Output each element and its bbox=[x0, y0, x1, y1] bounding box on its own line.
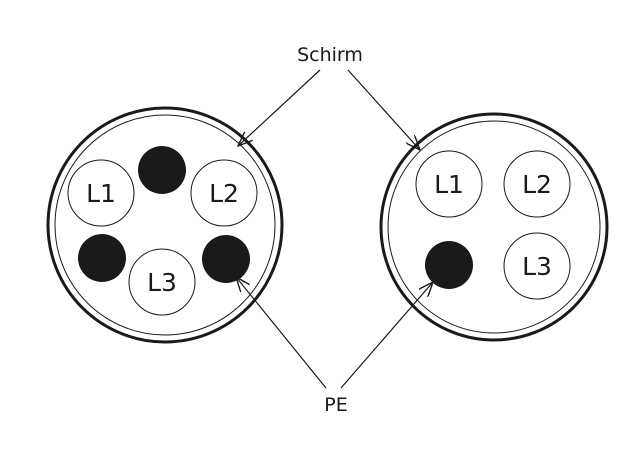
cable-4-core-shield-ring bbox=[387, 120, 601, 334]
cable-4-core: L1 L2 L3 bbox=[379, 112, 609, 342]
shield-arrow-right bbox=[347, 69, 420, 150]
conductor-l3-label: L3 bbox=[522, 252, 552, 281]
conductor-l2: L2 bbox=[190, 159, 258, 227]
conductor-l3-label: L3 bbox=[147, 268, 177, 297]
pe-arrow-left bbox=[236, 277, 327, 389]
pe-core-left bbox=[202, 235, 250, 283]
filled-core-top bbox=[138, 146, 186, 194]
cable-5-core: L1 L2 L3 bbox=[46, 106, 284, 344]
conductor-l2-label: L2 bbox=[209, 179, 239, 208]
conductor-l1-label: L1 bbox=[434, 170, 464, 199]
shield-callout-label: Schirm bbox=[297, 44, 363, 66]
conductor-l2-label: L2 bbox=[522, 170, 552, 199]
cable-5-core-shield-ring bbox=[54, 114, 276, 336]
filled-core-left bbox=[78, 234, 126, 282]
conductor-l3: L3 bbox=[503, 232, 571, 300]
pe-callout-label: PE bbox=[324, 394, 347, 416]
conductor-l3: L3 bbox=[128, 248, 196, 316]
cable-4-core-jacket bbox=[379, 112, 609, 342]
cable-5-core-jacket bbox=[46, 106, 284, 344]
conductor-l1: L1 bbox=[415, 150, 483, 218]
pe-core-right bbox=[425, 241, 473, 289]
conductor-l1-label: L1 bbox=[86, 179, 116, 208]
shield-arrow-left bbox=[238, 69, 321, 146]
pe-arrow-right bbox=[340, 282, 433, 389]
conductor-l1: L1 bbox=[67, 159, 135, 227]
conductor-l2: L2 bbox=[503, 150, 571, 218]
